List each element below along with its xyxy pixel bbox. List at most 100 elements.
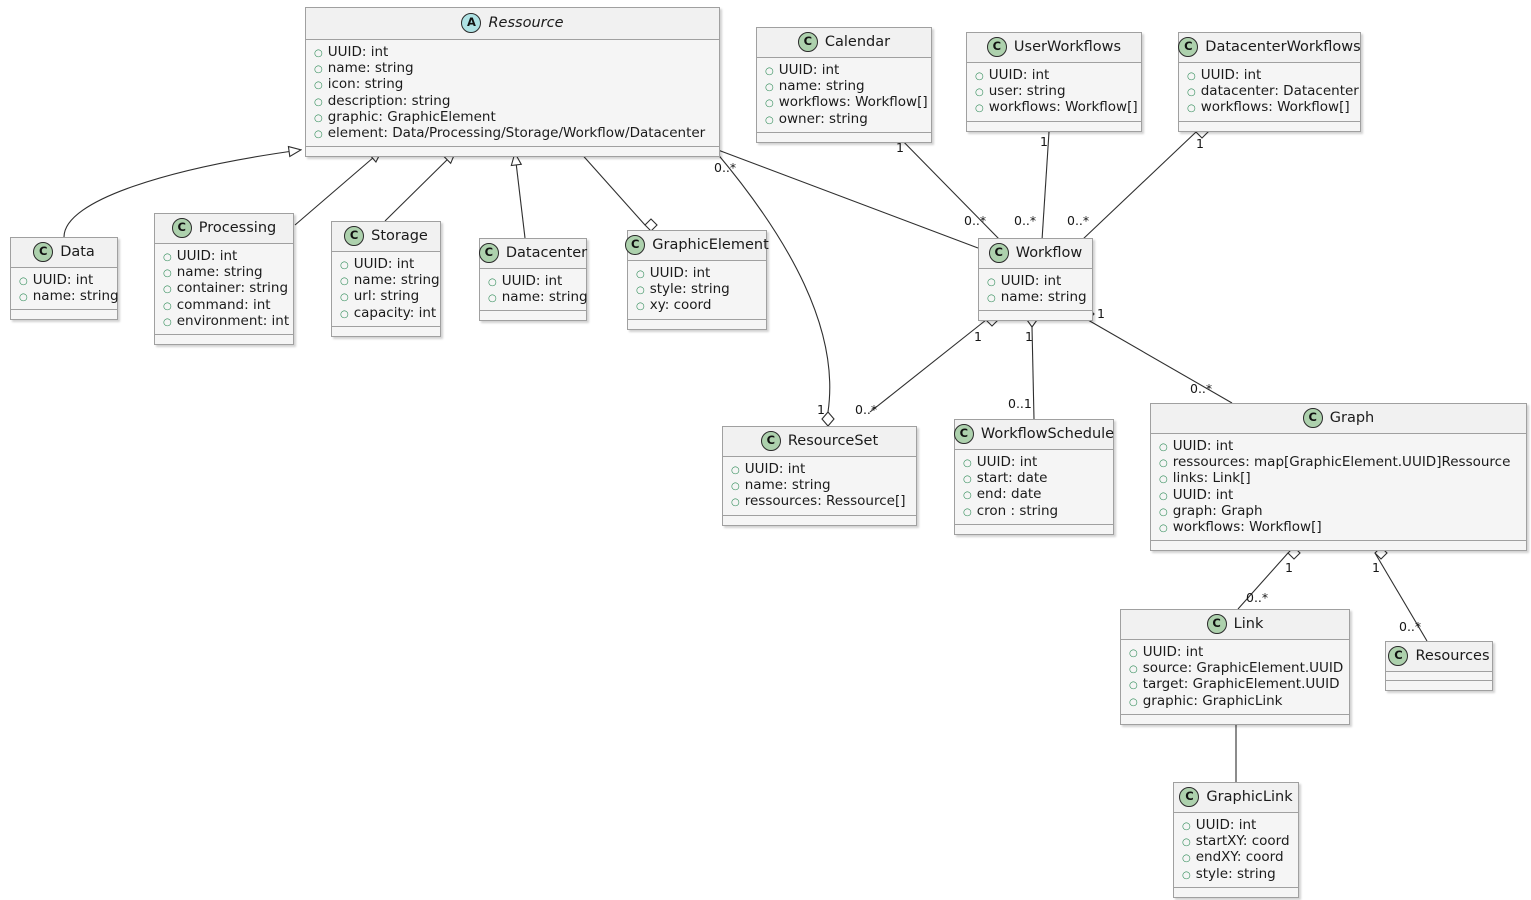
visibility-public-icon: ○ bbox=[314, 112, 323, 124]
attribute-row: ○container: string bbox=[163, 280, 289, 297]
class-operations-datacenter bbox=[480, 311, 586, 321]
class-box-userworkflows[interactable]: C UserWorkflows ○UUID: int ○user: string… bbox=[966, 32, 1142, 132]
multiplicity-label: 0..* bbox=[1399, 619, 1422, 634]
multiplicity-label: 0..* bbox=[1190, 381, 1213, 396]
class-attributes-resources bbox=[1386, 672, 1492, 681]
multiplicity-label: 0..* bbox=[1246, 590, 1269, 605]
class-name-data: Data bbox=[60, 244, 95, 260]
visibility-public-icon: ○ bbox=[1159, 474, 1168, 486]
class-attributes-calendar: ○UUID: int ○name: string ○workflows: Wor… bbox=[757, 58, 931, 133]
visibility-public-icon: ○ bbox=[1159, 490, 1168, 502]
class-marker-icon: C bbox=[988, 243, 1009, 263]
class-attributes-datacenterworkflows: ○UUID: int ○datacenter: Datacenter ○work… bbox=[1179, 63, 1360, 122]
class-operations-workflowschedule bbox=[955, 524, 1113, 534]
edge-processing-ressource bbox=[294, 151, 381, 226]
multiplicity-label: 1 bbox=[974, 329, 982, 344]
attribute-row: ○workflows: Workflow[] bbox=[1187, 99, 1350, 116]
class-name-graphicelement: GraphicElement bbox=[652, 237, 769, 253]
class-box-resources[interactable]: C Resources bbox=[1385, 641, 1493, 691]
class-box-ressource[interactable]: A Ressource ○UUID: int ○name: string ○ic… bbox=[305, 7, 720, 158]
class-box-graphicelement[interactable]: C GraphicElement ○UUID: int ○style: stri… bbox=[625, 230, 769, 330]
attribute-row: ○UUID: int bbox=[19, 272, 94, 288]
visibility-public-icon: ○ bbox=[731, 497, 740, 509]
class-marker-icon: C bbox=[797, 32, 818, 52]
class-box-link[interactable]: C Link ○UUID: int ○source: GraphicElemen… bbox=[1120, 609, 1350, 725]
visibility-public-icon: ○ bbox=[314, 80, 323, 92]
visibility-public-icon: ○ bbox=[765, 98, 774, 110]
visibility-public-icon: ○ bbox=[1187, 87, 1196, 99]
visibility-public-icon: ○ bbox=[163, 300, 172, 312]
class-box-calendar[interactable]: C Calendar ○UUID: int ○name: string ○wor… bbox=[756, 27, 932, 143]
class-box-storage[interactable]: C Storage ○UUID: int ○name: string ○url:… bbox=[331, 221, 441, 337]
class-box-graph[interactable]: C Graph ○UUID: int ○ressources: map[Grap… bbox=[1150, 403, 1527, 552]
class-attributes-workflowschedule: ○UUID: int ○start: date ○end: date ○cron… bbox=[955, 450, 1113, 525]
class-box-datacenter[interactable]: C Datacenter ○UUID: int ○name: string bbox=[478, 238, 588, 322]
class-attributes-graph: ○UUID: int ○ressources: map[GraphicEleme… bbox=[1151, 434, 1526, 542]
multiplicity-label: 1 bbox=[1372, 560, 1380, 575]
class-header-processing: C Processing bbox=[155, 214, 293, 244]
multiplicity-label: 0..* bbox=[1067, 213, 1090, 228]
class-attributes-storage: ○UUID: int ○name: string ○url: string ○c… bbox=[332, 252, 440, 327]
class-box-workflow[interactable]: C Workflow ○UUID: int ○name: string bbox=[978, 238, 1093, 322]
edge-workflow-resourceset bbox=[869, 319, 987, 413]
visibility-public-icon: ○ bbox=[163, 284, 172, 296]
class-marker-icon: C bbox=[760, 431, 781, 451]
class-name-storage: Storage bbox=[371, 228, 428, 244]
visibility-public-icon: ○ bbox=[1129, 696, 1138, 708]
visibility-public-icon: ○ bbox=[987, 293, 996, 305]
class-header-graphiclink: C GraphicLink bbox=[1174, 783, 1298, 813]
class-box-workflowschedule[interactable]: C WorkflowSchedule ○UUID: int ○start: da… bbox=[953, 419, 1114, 535]
class-attributes-resourceset: ○UUID: int ○name: string ○ressources: Re… bbox=[723, 457, 916, 516]
visibility-public-icon: ○ bbox=[314, 48, 323, 59]
class-box-data[interactable]: C Data ○UUID: int ○name: string bbox=[10, 237, 119, 321]
visibility-public-icon: ○ bbox=[765, 114, 774, 126]
class-operations-graphicelement bbox=[628, 319, 766, 329]
attribute-row: ○UUID: int bbox=[731, 461, 806, 477]
class-marker-icon: C bbox=[171, 218, 192, 238]
attribute-row: ○UUID: int bbox=[1187, 67, 1262, 83]
visibility-public-icon: ○ bbox=[765, 66, 774, 77]
class-attributes-graphicelement: ○UUID: int ○style: string ○xy: coord bbox=[628, 261, 766, 320]
visibility-public-icon: ○ bbox=[636, 269, 645, 280]
visibility-public-icon: ○ bbox=[975, 103, 984, 115]
class-marker-icon: C bbox=[344, 226, 365, 246]
attribute-row: ○cron : string bbox=[963, 502, 1059, 519]
attribute-row: ○UUID: int bbox=[488, 273, 563, 289]
multiplicity-label: 1 bbox=[1097, 306, 1105, 321]
visibility-public-icon: ○ bbox=[963, 490, 972, 502]
class-header-link: C Link bbox=[1121, 610, 1349, 640]
attribute-row: ○name: string bbox=[731, 477, 831, 494]
attribute-row: ○UUID: int bbox=[636, 265, 711, 281]
attribute-row: ○target: GraphicElement.UUID bbox=[1129, 676, 1340, 693]
multiplicity-label: 0..* bbox=[1014, 213, 1037, 228]
class-attributes-datacenter: ○UUID: int ○name: string bbox=[480, 269, 588, 312]
attribute-row: ○name: string bbox=[340, 272, 440, 289]
multiplicity-label: 1 bbox=[1285, 560, 1293, 575]
visibility-public-icon: ○ bbox=[987, 277, 996, 288]
attribute-row: ○style: string bbox=[636, 281, 730, 298]
class-box-graphiclink[interactable]: C GraphicLink ○UUID: int ○startXY: coord… bbox=[1173, 782, 1299, 898]
attribute-row: ○UUID: int bbox=[1159, 486, 1234, 503]
visibility-public-icon: ○ bbox=[314, 64, 323, 76]
attribute-row: ○UUID: int bbox=[987, 273, 1062, 289]
multiplicity-label: 1 bbox=[1025, 329, 1033, 344]
attribute-row: ○name: string bbox=[765, 78, 865, 95]
visibility-public-icon: ○ bbox=[340, 308, 349, 320]
attribute-row: ○owner: string bbox=[765, 110, 868, 127]
class-marker-icon: C bbox=[986, 37, 1007, 57]
attribute-row: ○user: string bbox=[975, 83, 1066, 100]
multiplicity-label: 0..* bbox=[964, 213, 987, 228]
class-box-processing[interactable]: C Processing ○UUID: int ○name: string ○c… bbox=[154, 213, 294, 346]
class-header-datacenterworkflows: C DatacenterWorkflows bbox=[1178, 33, 1361, 63]
class-box-datacenterworkflows[interactable]: C DatacenterWorkflows ○UUID: int ○datace… bbox=[1178, 32, 1361, 132]
attribute-row: ○workflows: Workflow[] bbox=[765, 94, 928, 111]
visibility-public-icon: ○ bbox=[19, 292, 28, 304]
class-name-userworkflows: UserWorkflows bbox=[1013, 39, 1122, 55]
class-operations-datacenterworkflows bbox=[1179, 121, 1360, 131]
class-box-resourceset[interactable]: C ResourceSet ○UUID: int ○name: string ○… bbox=[722, 426, 917, 526]
class-operations-data bbox=[11, 310, 117, 320]
class-operations-link bbox=[1121, 714, 1349, 724]
visibility-public-icon: ○ bbox=[731, 481, 740, 493]
attribute-row: ○workflows: Workflow[] bbox=[975, 99, 1138, 116]
